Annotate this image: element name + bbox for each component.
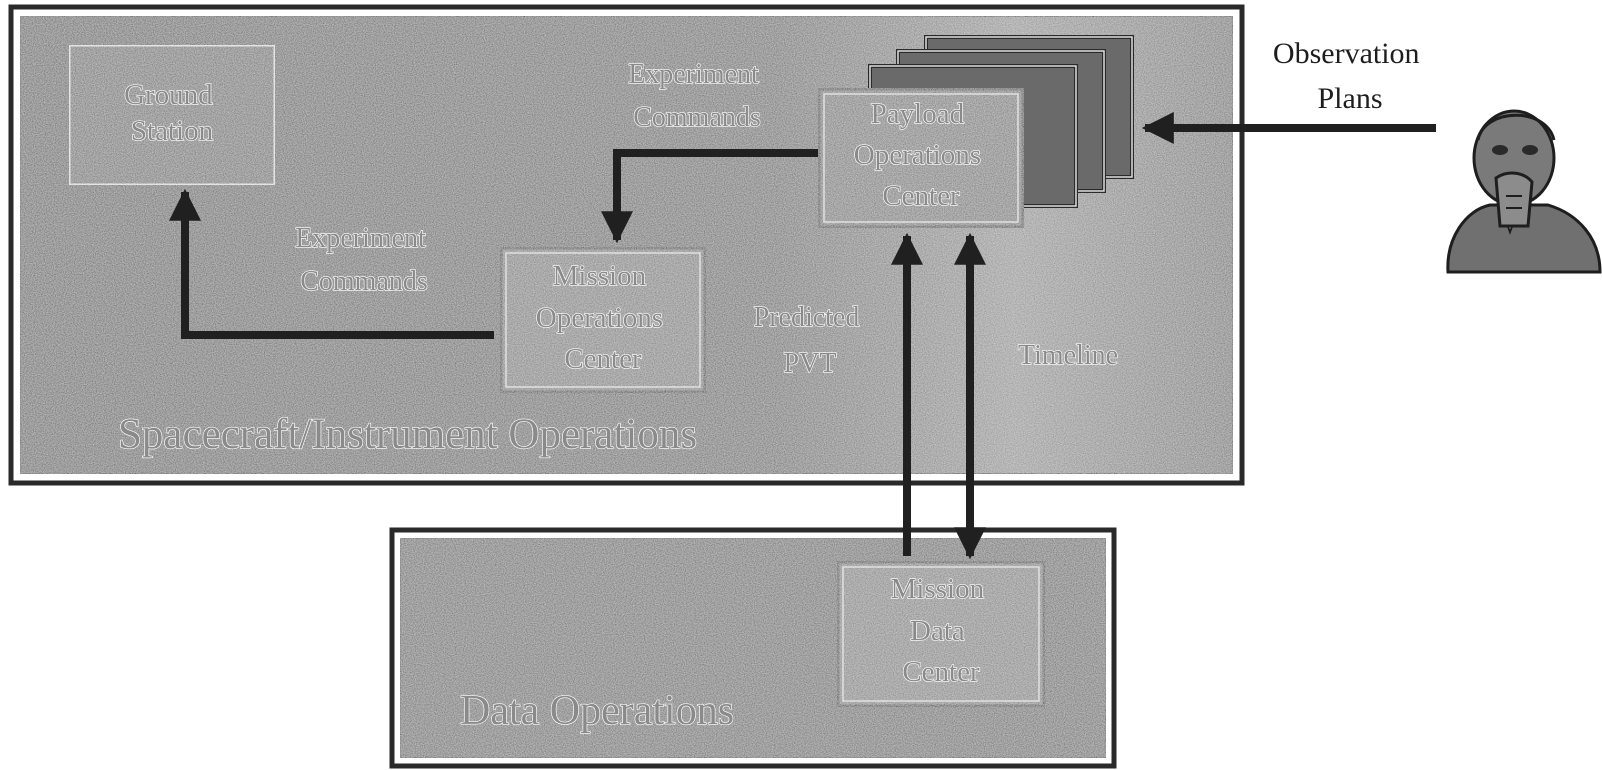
data-operations-label: Data Operations [460, 688, 734, 734]
spacecraft-operations-label: Spacecraft/Instrument Operations [118, 411, 697, 458]
person-icon [1448, 111, 1600, 272]
observation-plans-label: Observation Plans [1273, 37, 1427, 115]
timeline-label: Timeline [1018, 340, 1118, 371]
